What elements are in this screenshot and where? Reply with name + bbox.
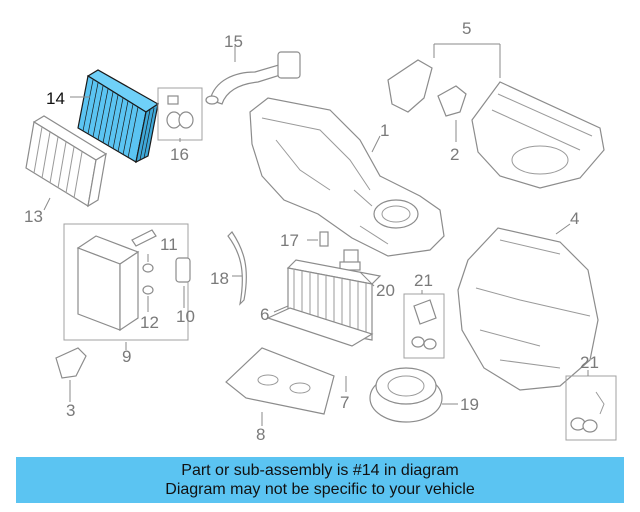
part-20-sensor[interactable] (339, 249, 361, 271)
part-14-heater-core[interactable] (77, 69, 160, 164)
callout-19: 19 (460, 395, 479, 414)
part-7-cover[interactable] (266, 307, 374, 347)
callout-9: 9 (122, 347, 131, 366)
callout-15: 15 (224, 32, 243, 51)
part-3-clip[interactable] (55, 347, 87, 379)
callout-labels: 14 13 15 16 1 5 2 4 9 11 12 10 3 17 18 6… (24, 19, 599, 444)
part-9-module[interactable] (63, 223, 189, 341)
part-1-hvac-housing[interactable] (249, 97, 445, 257)
part-4-lower-housing[interactable] (457, 227, 599, 391)
callout-6: 6 (260, 305, 269, 324)
part-16-seals[interactable] (157, 87, 203, 141)
info-banner: Part or sub-assembly is #14 in diagram D… (16, 457, 624, 503)
part-11-bolt[interactable] (131, 229, 157, 273)
callout-16: 16 (170, 145, 189, 164)
callout-11: 11 (160, 235, 178, 254)
banner-line-2: Diagram may not be specific to your vehi… (165, 481, 475, 498)
callout-18: 18 (210, 269, 229, 288)
part-21-kit-lower[interactable] (565, 375, 617, 441)
part-10-valve[interactable] (175, 257, 191, 283)
callout-1: 1 (380, 121, 389, 140)
callout-3: 3 (66, 401, 75, 420)
leader-lines (43, 43, 589, 426)
part-21-kit-upper[interactable] (403, 293, 445, 359)
callout-14: 14 (46, 89, 65, 108)
callout-21-upper: 21 (414, 271, 433, 290)
part-15-pipe[interactable] (205, 51, 301, 105)
callout-4: 4 (570, 209, 579, 228)
banner-line-1: Part or sub-assembly is #14 in diagram (181, 462, 459, 479)
part-5-duct[interactable] (471, 81, 605, 189)
callout-8: 8 (256, 425, 265, 444)
callout-20: 20 (376, 281, 395, 300)
part-12-seal[interactable] (142, 285, 154, 295)
callout-13: 13 (24, 207, 43, 226)
callout-10: 10 (176, 307, 195, 326)
callout-12: 12 (140, 313, 159, 332)
part-18-hose[interactable] (227, 231, 247, 306)
part-13-evaporator[interactable] (25, 115, 108, 208)
callout-5: 5 (462, 19, 471, 38)
parts-diagram: 14 13 15 16 1 5 2 4 9 11 12 10 3 17 18 6… (24, 19, 617, 444)
part-19-blower[interactable] (369, 367, 443, 423)
part-8-tray[interactable] (225, 347, 335, 415)
callout-2: 2 (450, 145, 459, 164)
part-5-bracket[interactable] (387, 59, 433, 113)
callout-7: 7 (340, 393, 349, 412)
callout-17: 17 (280, 231, 299, 250)
callout-21-lower: 21 (580, 353, 599, 372)
part-17-screw[interactable] (319, 231, 329, 247)
part-2-bracket[interactable] (437, 85, 467, 117)
